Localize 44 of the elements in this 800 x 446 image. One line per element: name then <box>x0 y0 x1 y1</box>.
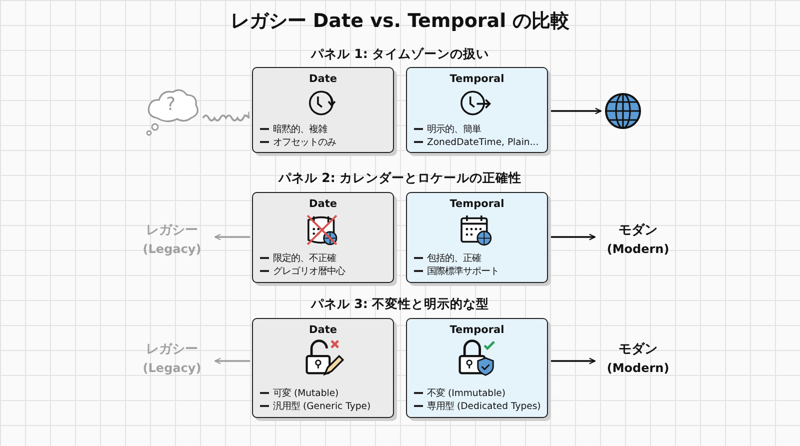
panel-heading: パネル 2: カレンダーとロケールの正確性 <box>277 170 523 187</box>
card-heading: Temporal <box>450 73 504 85</box>
bullet-item: グレゴリオ暦中心 <box>260 265 345 278</box>
panel-heading: パネル 1: タイムゾーンの扱い <box>310 46 490 63</box>
arrow <box>550 234 596 240</box>
arrow <box>550 108 602 114</box>
bullet-item: 可変 (Mutable) <box>260 387 339 400</box>
side-sublabel: (Modern) <box>606 241 670 258</box>
bullet-item: 国際標準サポート <box>414 265 499 278</box>
card-heading: Date <box>309 324 337 336</box>
bullet-item: 汎用型 (Generic Type) <box>260 400 371 413</box>
comparison-card <box>406 318 548 418</box>
card-heading: Temporal <box>450 198 504 210</box>
side-sublabel: (Legacy) <box>142 241 202 258</box>
comparison-card <box>252 67 394 153</box>
bullet-item: ZonedDateTime, Plain... <box>414 136 539 149</box>
comparison-card <box>252 192 394 283</box>
side-label: レガシー <box>146 341 198 359</box>
bullet-item: オフセットのみ <box>260 136 336 149</box>
panel-heading: パネル 3: 不変性と明示的な型 <box>310 296 490 313</box>
bullet-item: 包括的、正確 <box>414 252 481 265</box>
card-heading: Date <box>309 73 337 85</box>
bullet-item: 不変 (Immutable) <box>414 387 506 400</box>
card-heading: Temporal <box>450 324 504 336</box>
bullet-item: 限定的、不正確 <box>260 252 336 265</box>
comparison-card <box>406 192 548 283</box>
wavy-arrow <box>202 111 250 122</box>
side-sublabel: (Legacy) <box>142 360 202 377</box>
arrow <box>550 358 596 364</box>
comparison-card <box>252 318 394 418</box>
globe-icon <box>604 92 642 130</box>
bullet-item: 明示的、簡単 <box>414 123 481 136</box>
arrow <box>214 234 250 240</box>
bullet-item: 専用型 (Dedicated Types) <box>414 400 541 413</box>
bullet-item: 暗黙的、複雑 <box>260 123 327 136</box>
title: レガシー Date vs. Temporal の比較 <box>229 9 571 34</box>
card-heading: Date <box>309 198 337 210</box>
comparison-card <box>406 67 548 153</box>
side-sublabel: (Modern) <box>606 360 670 377</box>
arrow <box>214 358 250 364</box>
side-label: レガシー <box>146 222 198 240</box>
question-mark: ? <box>166 94 176 115</box>
side-label: モダン <box>618 222 658 240</box>
side-label: モダン <box>618 341 658 359</box>
